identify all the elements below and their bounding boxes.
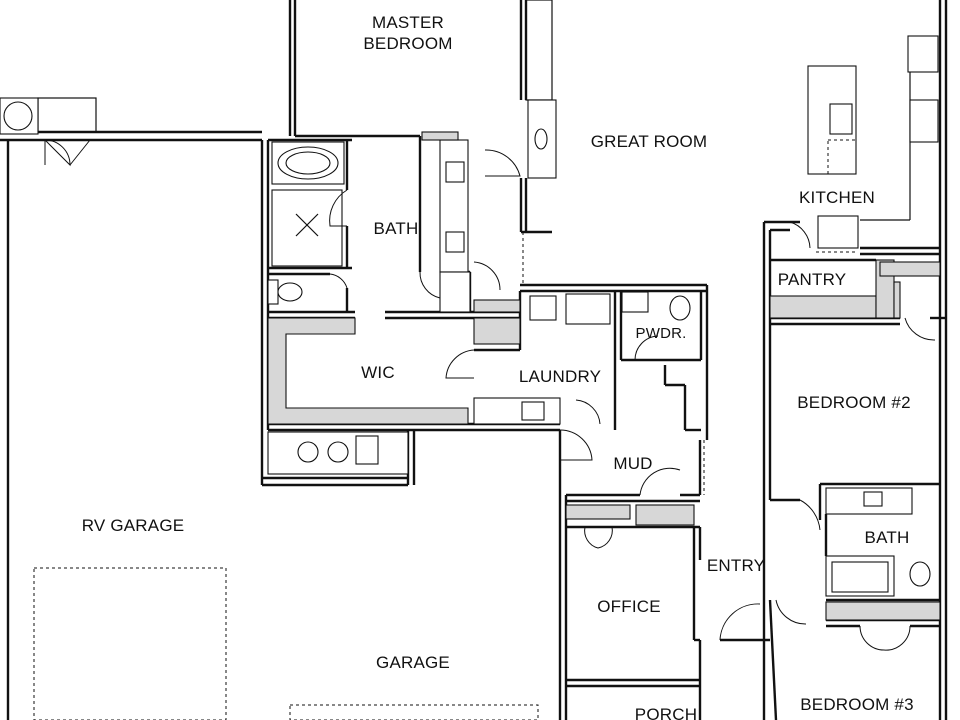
room-label-master-bedroom-line1: MASTER <box>372 13 444 32</box>
room-label-wic: WIC <box>361 363 395 382</box>
room-label-great-room: GREAT ROOM <box>591 132 708 151</box>
room-label-porch: PORCH <box>635 705 697 720</box>
room-label-rv-garage: RV GARAGE <box>82 516 185 535</box>
room-label-kitchen: KITCHEN <box>799 188 875 207</box>
room-label-master-bath: BATH <box>374 219 419 238</box>
room-label-bedroom-3: BEDROOM #3 <box>800 695 913 714</box>
room-label-pwdr: PWDR. <box>636 325 687 342</box>
room-label-master-bedroom-line2: BEDROOM <box>363 34 452 53</box>
room-label-mud: MUD <box>613 454 652 473</box>
fixtures <box>0 35 939 597</box>
door-swings <box>44 139 936 651</box>
room-label-bedroom-2: BEDROOM #2 <box>797 393 910 412</box>
room-label-laundry: LAUNDRY <box>519 367 601 386</box>
room-labels: MASTER BEDROOM GREAT ROOM KITCHEN BATH P… <box>82 13 914 720</box>
room-label-pantry: PANTRY <box>778 270 847 289</box>
room-label-bath-2: BATH <box>865 528 910 547</box>
dashed-openings <box>33 139 858 720</box>
counters <box>267 131 941 621</box>
room-label-garage: GARAGE <box>376 653 450 672</box>
room-label-entry: ENTRY <box>707 556 765 575</box>
room-label-office: OFFICE <box>597 597 661 616</box>
